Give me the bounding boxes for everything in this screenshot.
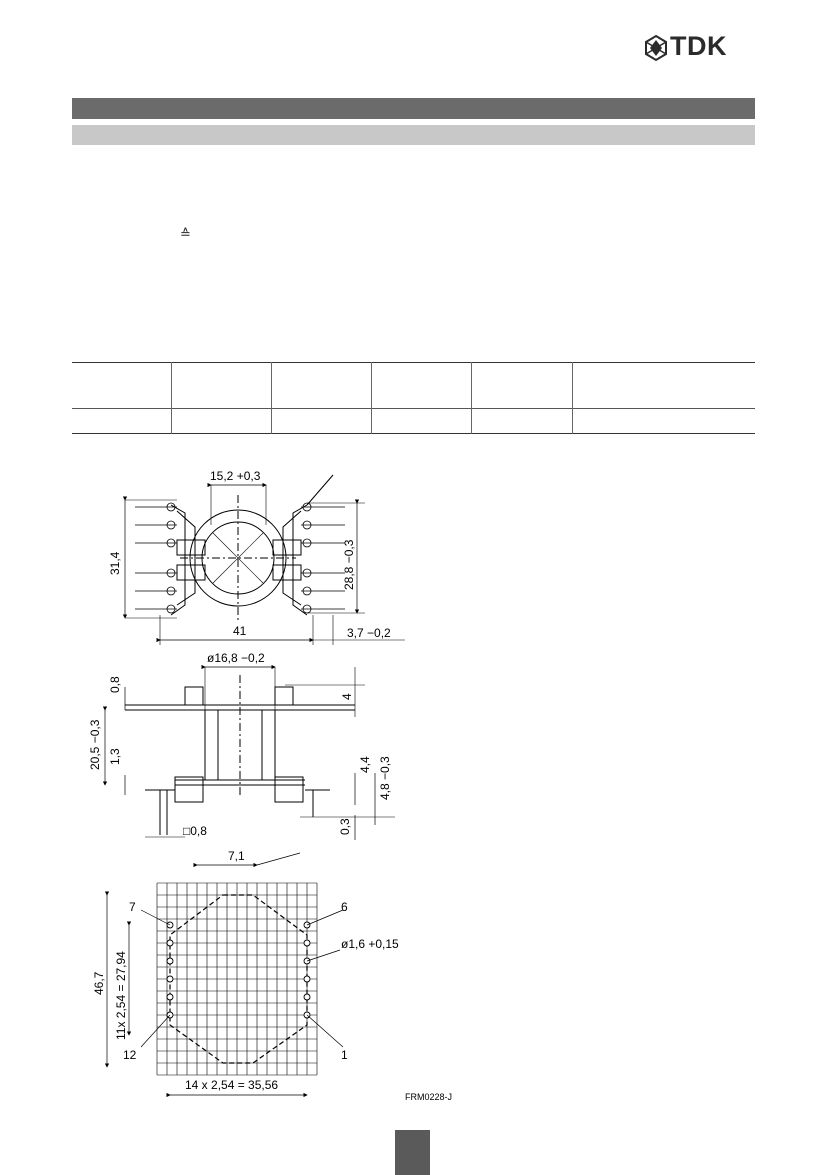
pin-label-6: 6 (341, 900, 348, 914)
dim-pin-extra: 0,3 (338, 818, 352, 835)
table-top-rule (72, 362, 755, 363)
pin-label-12: 12 (123, 1048, 137, 1062)
tdk-emblem-icon (645, 34, 667, 62)
ordering-table (72, 362, 755, 434)
dim-width-total: 41 (233, 624, 247, 638)
dim-pin-cols: 14 x 2,54 = 35,56 (185, 1078, 278, 1092)
table-column-divider (271, 362, 272, 434)
dim-pin-square: □0,8 (183, 824, 207, 838)
table-header-rule (72, 408, 755, 409)
dim-height-right: 28,8 −0,3 (342, 539, 356, 590)
coil-former-drawing: 15,2 +0,3 31,4 28,8 −0,3 41 3,7 −0,2 ø16… (88, 469, 452, 1102)
dim-hole: ø1,6 +0,15 (341, 937, 399, 951)
pin-label-7: 7 (129, 900, 136, 914)
corresponds-symbol: ≙ (180, 226, 191, 241)
pin-label-1: 1 (341, 1048, 348, 1062)
table-bottom-rule (72, 433, 755, 434)
dim-pin-height-b: 4,8 −0,3 (378, 756, 392, 800)
dim-footprint-height: 46,7 (92, 971, 106, 995)
tdk-logo: TDK (642, 31, 758, 62)
dim-top-height: 4 (340, 693, 354, 700)
figure-code: FRM0228-J (405, 1092, 452, 1102)
title-bar (72, 98, 755, 119)
top-view (122, 474, 405, 645)
table-column-divider (471, 362, 472, 434)
table-column-divider (171, 362, 172, 434)
side-view (102, 664, 395, 840)
dim-flange-bottom: 1,3 (108, 748, 122, 765)
page-number-tab (395, 1130, 430, 1175)
table-column-divider (572, 362, 573, 434)
dim-total-height: 20,5 −0,3 (88, 719, 102, 770)
dim-flange-top: 0,8 (108, 676, 122, 693)
dim-pin-rows: 11x 2,54 = 27,94 (114, 951, 128, 1040)
table-column-divider (371, 362, 372, 434)
dim-width-inner: 15,2 +0,3 (210, 469, 261, 483)
footprint-view (104, 852, 344, 1098)
dim-pin-offset: 3,7 −0,2 (347, 626, 391, 640)
dim-diameter: ø16,8 −0,2 (207, 651, 265, 665)
dim-pin-height-a: 4,4 (358, 756, 372, 773)
subtitle-bar (72, 125, 755, 145)
dim-pitch-top: 7,1 (228, 849, 245, 863)
brand-name: TDK (670, 31, 727, 61)
dim-height-left: 31,4 (108, 551, 122, 575)
